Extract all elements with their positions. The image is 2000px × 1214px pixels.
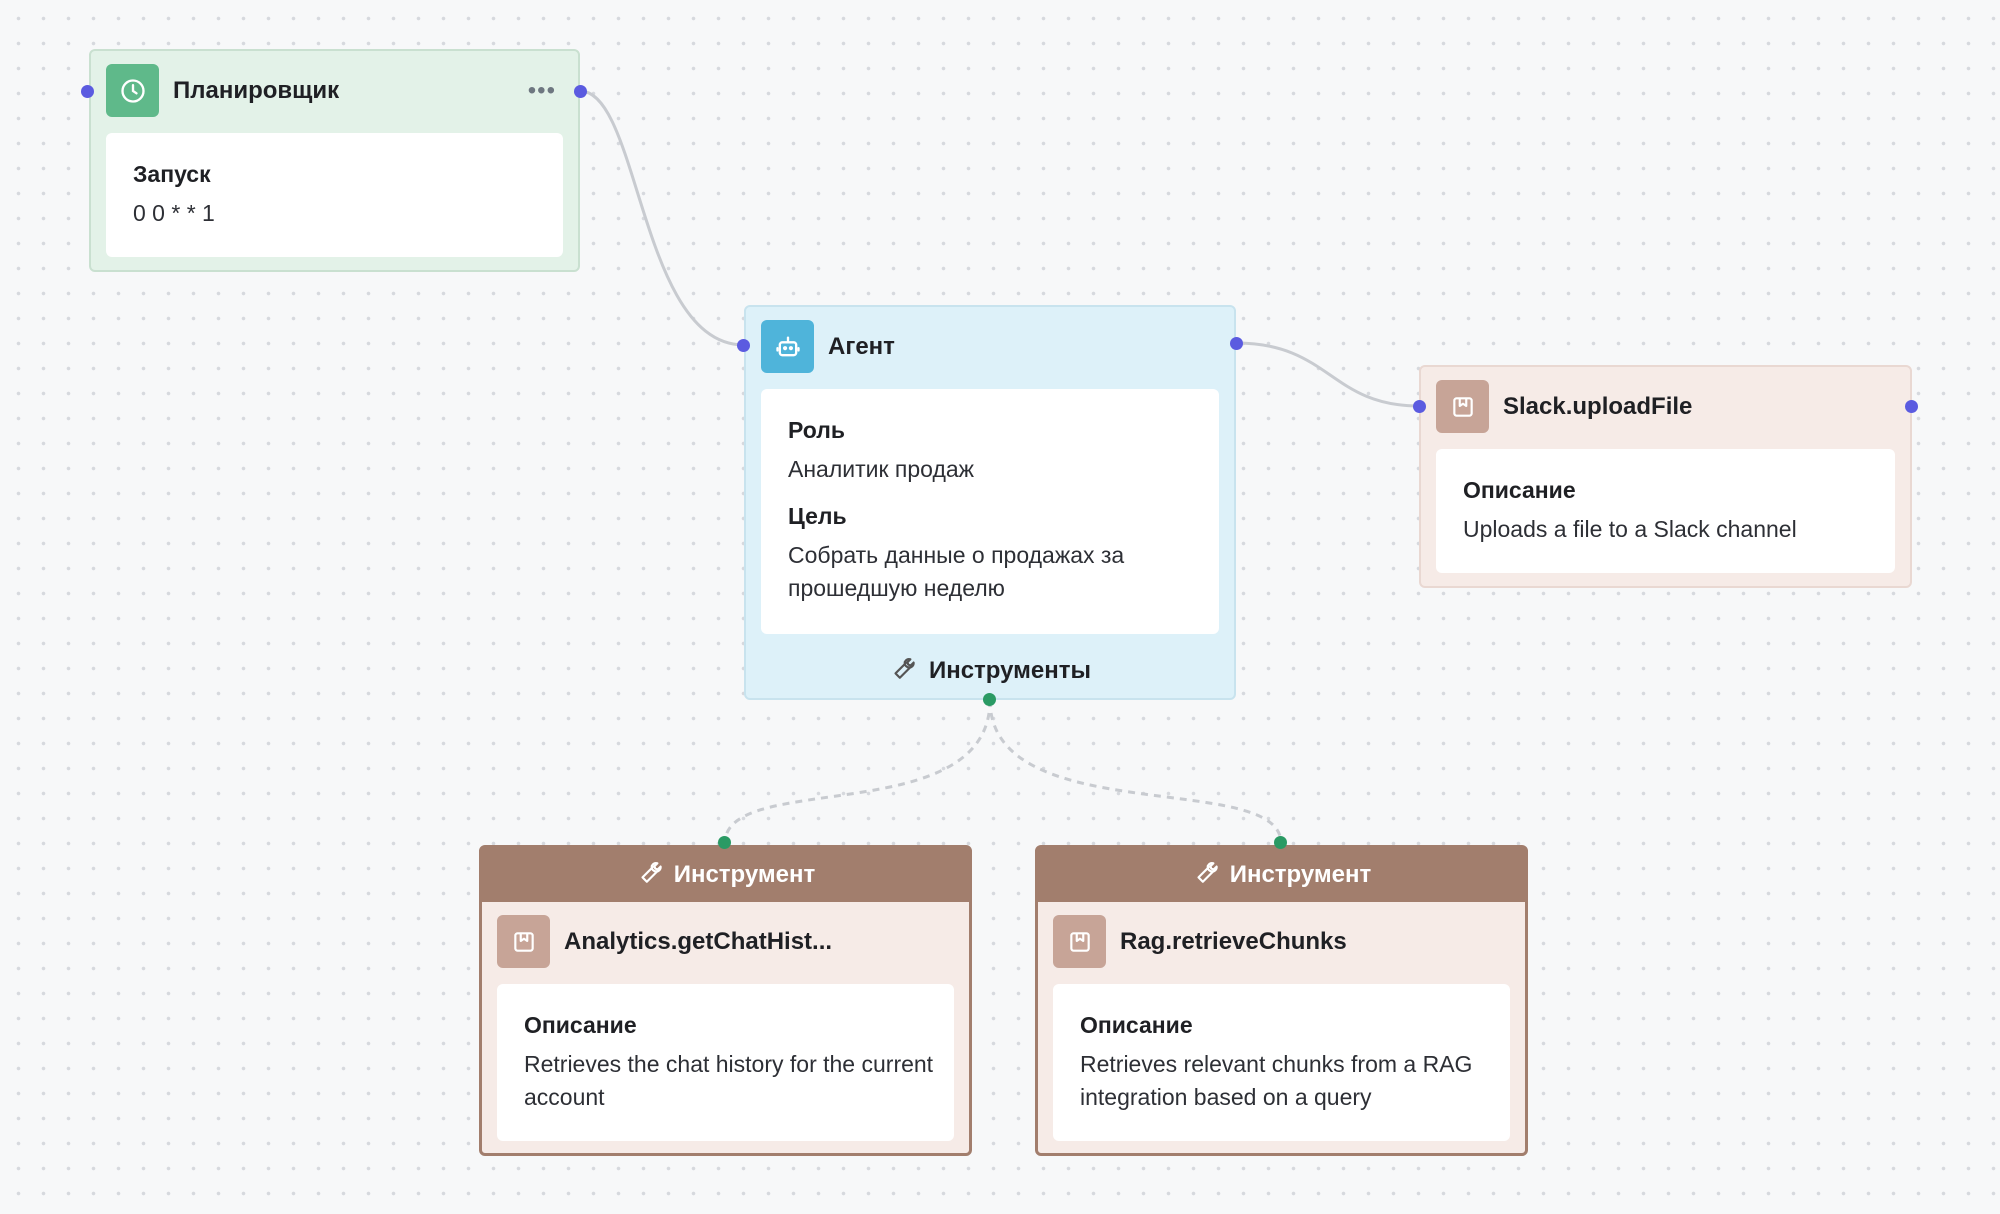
slack-upload-node[interactable]: Slack.uploadFile Описание Uploads a file… xyxy=(1419,365,1912,588)
tool-2-input-handle[interactable] xyxy=(1274,836,1287,849)
scheduler-card: Запуск 0 0 * * 1 xyxy=(106,133,563,257)
scheduler-header: Планировщик ••• xyxy=(91,51,578,131)
tool-banner-label: Инструмент xyxy=(673,861,816,888)
agent-card: Роль Аналитик продаж Цель Собрать данные… xyxy=(761,389,1219,634)
description-value: Retrieves relevant chunks from a RAG int… xyxy=(1080,1051,1473,1110)
robot-icon xyxy=(761,320,814,373)
scheduler-node[interactable]: Планировщик ••• Запуск 0 0 * * 1 xyxy=(89,49,580,272)
edge-scheduler-agent[interactable] xyxy=(579,89,745,347)
slack-title: Slack.uploadFile xyxy=(1503,393,1693,420)
agent-title: Агент xyxy=(828,333,895,360)
tool-header: Rag.retrieveChunks xyxy=(1038,902,1525,982)
tools-label: Инструменты xyxy=(928,657,1092,684)
scheduler-input-handle[interactable] xyxy=(81,85,94,98)
description-label: Описание xyxy=(1080,1012,1193,1038)
description-label: Описание xyxy=(1463,477,1576,503)
slack-header: Slack.uploadFile xyxy=(1421,367,1910,447)
wrench-icon xyxy=(636,859,662,892)
tool-banner: Инструмент xyxy=(482,848,969,902)
edge-agent-slack[interactable] xyxy=(1235,341,1420,408)
description-label: Описание xyxy=(524,1012,637,1038)
slack-output-handle[interactable] xyxy=(1905,400,1918,413)
tool-title: Rag.retrieveChunks xyxy=(1120,928,1347,955)
edge-agent-tool-1[interactable] xyxy=(723,699,992,844)
tool-header: Analytics.getChatHist... xyxy=(482,902,969,982)
description-value: Retrieves the chat history for the curre… xyxy=(524,1051,934,1110)
slack-card: Описание Uploads a file to a Slack chann… xyxy=(1436,449,1895,573)
tool-node-rag[interactable]: Инструмент Rag.retrieveChunks Описание R… xyxy=(1035,845,1528,1156)
tool-card: Описание Retrieves the chat history for … xyxy=(497,984,954,1141)
tool-node-analytics[interactable]: Инструмент Analytics.getChatHist... Опис… xyxy=(479,845,972,1156)
goal-value: Собрать данные о продажах за прошедшую н… xyxy=(788,542,1125,601)
more-icon[interactable]: ••• xyxy=(527,77,556,104)
slack-input-handle[interactable] xyxy=(1413,400,1426,413)
agent-tools-footer: Инструменты xyxy=(746,644,1234,698)
agent-tools-handle[interactable] xyxy=(983,693,996,706)
description-value: Uploads a file to a Slack channel xyxy=(1463,516,1797,542)
bookmark-icon xyxy=(1053,915,1106,968)
tool-1-input-handle[interactable] xyxy=(718,836,731,849)
trigger-label: Запуск xyxy=(133,161,211,187)
tool-banner-label: Инструмент xyxy=(1229,861,1372,888)
agent-output-handle[interactable] xyxy=(1230,337,1243,350)
tool-title: Analytics.getChatHist... xyxy=(564,928,833,955)
tool-banner: Инструмент xyxy=(1038,848,1525,902)
agent-header: Агент xyxy=(746,307,1234,387)
bookmark-icon xyxy=(497,915,550,968)
wrench-icon xyxy=(889,655,915,688)
agent-input-handle[interactable] xyxy=(737,339,750,352)
agent-node[interactable]: Агент Роль Аналитик продаж Цель Собрать … xyxy=(744,305,1236,700)
clock-icon xyxy=(106,64,159,117)
tool-card: Описание Retrieves relevant chunks from … xyxy=(1053,984,1510,1141)
role-label: Роль xyxy=(788,417,845,443)
edge-agent-tool-2[interactable] xyxy=(988,699,1283,844)
wrench-icon xyxy=(1192,859,1218,892)
cron-value: 0 0 * * 1 xyxy=(133,200,215,226)
goal-label: Цель xyxy=(788,503,847,529)
role-value: Аналитик продаж xyxy=(788,456,975,482)
bookmark-icon xyxy=(1436,380,1489,433)
scheduler-output-handle[interactable] xyxy=(574,85,587,98)
scheduler-title: Планировщик xyxy=(173,77,340,104)
